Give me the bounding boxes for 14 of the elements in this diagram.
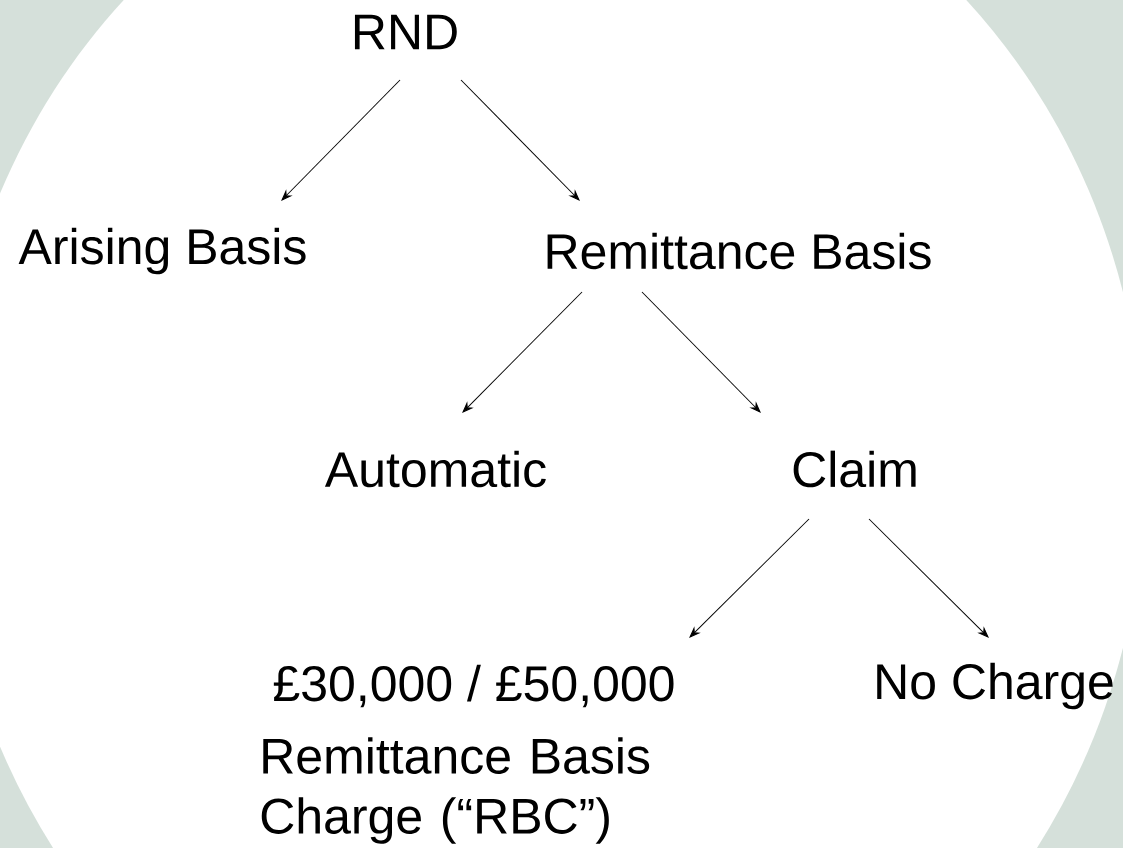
node-label: No Charge [877, 662, 1113, 710]
node-label: RND [354, 14, 457, 50]
arrow [641, 291, 761, 413]
node-label: Automatic [324, 450, 546, 488]
node-label: Remittance Basis [547, 232, 931, 270]
node-label: Claim [793, 450, 916, 488]
arrow [462, 291, 583, 413]
arrow [868, 518, 989, 638]
arrow [460, 79, 580, 201]
node-caption: Remittance Basis Charge (“RBC”) [261, 737, 650, 844]
node-label: £30,000 / £50,000 [273, 664, 674, 708]
arrow [689, 518, 810, 638]
node-label: Arising Basis [18, 227, 306, 275]
arrow [281, 79, 401, 201]
